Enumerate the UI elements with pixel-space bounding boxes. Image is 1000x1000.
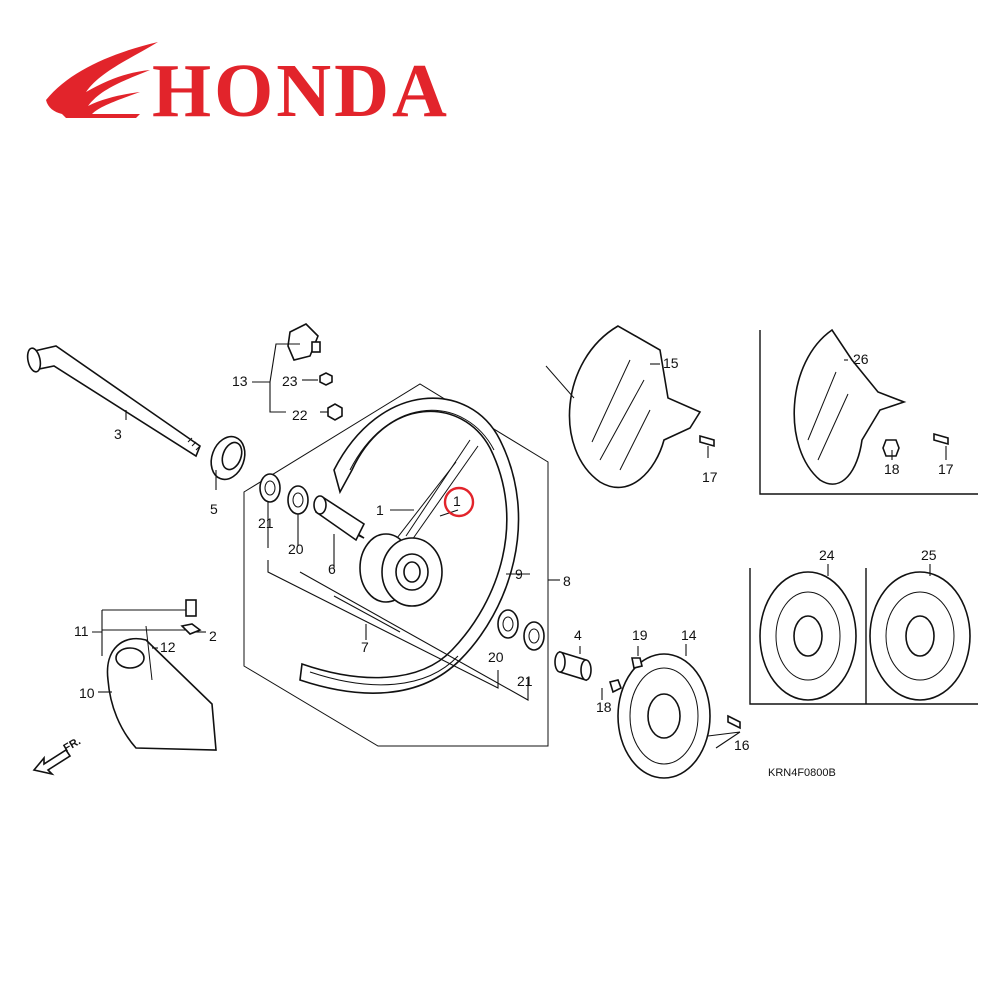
leader-lines (92, 343, 947, 749)
callouts: 1 1 2 3 4 5 6 7 8 9 10 11 12 13 14 15 16… (74, 351, 954, 753)
collar-5 (210, 435, 246, 481)
left-bearings (259, 473, 309, 515)
wheel-hub (359, 533, 443, 607)
callout-23: 23 (282, 373, 298, 389)
callout-17-a: 17 (702, 469, 718, 485)
disc-guard-15 (545, 325, 715, 489)
callout-21-b: 21 (517, 673, 533, 689)
disc-guard-26 (759, 328, 978, 495)
callout-9: 9 (515, 566, 523, 582)
callout-15: 15 (663, 355, 679, 371)
callout-2: 2 (209, 628, 217, 644)
callout-8: 8 (563, 573, 571, 589)
wave-disc-25 (869, 571, 971, 701)
callout-1: 1 (376, 502, 384, 518)
forward-label: FR. (62, 735, 83, 754)
callout-14: 14 (681, 627, 697, 643)
highlight-circle (443, 486, 475, 518)
callout-18-b: 18 (884, 461, 900, 477)
wave-disc-24 (759, 571, 857, 701)
callout-20-a: 20 (288, 541, 304, 557)
callout-21-a: 21 (258, 515, 274, 531)
callout-3: 3 (114, 426, 122, 442)
right-bearings (497, 609, 545, 651)
honda-wordmark: HONDA (152, 49, 450, 133)
callout-4: 4 (574, 627, 582, 643)
callout-19: 19 (632, 627, 648, 643)
honda-logo: HONDA (46, 42, 450, 133)
callout-18-a: 18 (596, 699, 612, 715)
callout-7: 7 (361, 639, 369, 655)
callout-20-b: 20 (488, 649, 504, 665)
honda-wing-icon (46, 42, 158, 118)
callout-12: 12 (160, 639, 176, 655)
rim-lock-valve (287, 323, 343, 421)
callout-10: 10 (79, 685, 95, 701)
forward-arrow-icon: FR. (32, 735, 83, 776)
callout-16: 16 (734, 737, 750, 753)
callout-17-b: 17 (938, 461, 954, 477)
callout-1-highlighted: 1 (453, 493, 461, 509)
callout-22: 22 (292, 407, 308, 423)
wheel-assembly-outline (243, 383, 549, 747)
collar-4 (554, 650, 592, 682)
diagram-code: KRN4F0800B (768, 767, 836, 779)
callout-26: 26 (853, 351, 869, 367)
callout-5: 5 (210, 501, 218, 517)
distance-collar (313, 495, 366, 542)
wheel-rim (299, 397, 520, 694)
callout-6: 6 (328, 561, 336, 577)
callout-11: 11 (74, 623, 89, 639)
wave-discs-box (749, 568, 978, 705)
brake-disc-14 (608, 653, 741, 779)
callout-25: 25 (921, 547, 937, 563)
callout-24: 24 (819, 547, 835, 563)
axle (26, 345, 201, 458)
tire (106, 599, 217, 751)
callout-13: 13 (232, 373, 248, 389)
